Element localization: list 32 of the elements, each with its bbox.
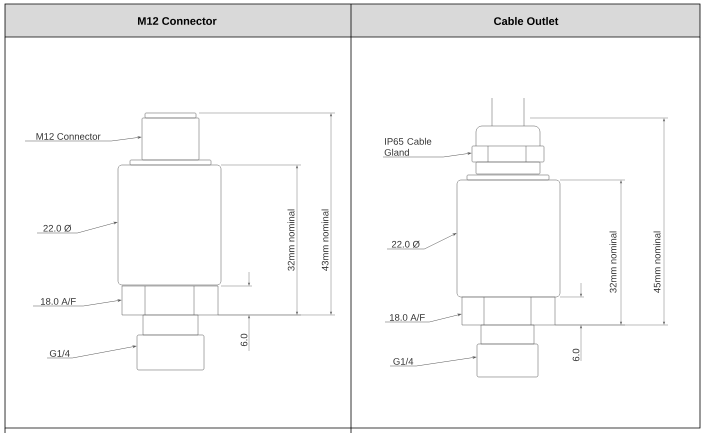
thread-part xyxy=(136,334,204,370)
leader-label: 22.0 Ø xyxy=(392,240,420,248)
leader-line xyxy=(382,152,472,158)
leader-label: 18.0 A/F xyxy=(390,314,425,321)
leader-line xyxy=(384,314,462,322)
dimension-label: 43mm nominal xyxy=(322,210,328,271)
dimension-label: 32mm nominal xyxy=(288,210,294,271)
leader-label: 18.0 A/F xyxy=(40,298,76,305)
dimension-label: 45mm nominal xyxy=(654,232,660,293)
connector-part xyxy=(142,112,200,160)
leader-label: G1/4 xyxy=(393,358,414,365)
leader-label: M12 Connector xyxy=(36,133,101,140)
leader-label: G1/4 xyxy=(50,350,70,357)
sensor-body xyxy=(456,180,560,298)
hex-nut xyxy=(462,296,556,326)
column-header: Cable Outlet xyxy=(494,16,558,26)
leader-label: IP65 Cable Gland xyxy=(384,138,432,156)
leader-line xyxy=(386,233,456,250)
leader-line xyxy=(24,136,142,142)
leader-label: 22.0 Ø xyxy=(43,224,72,232)
cable-gland xyxy=(472,126,544,174)
hex-nut xyxy=(122,286,218,316)
leader-line xyxy=(32,299,122,306)
leader-line xyxy=(46,345,136,358)
leader-line xyxy=(390,356,476,366)
thread-part xyxy=(476,344,538,378)
dimension-label: 32mm nominal xyxy=(610,232,616,293)
dimension-label: 6.0 xyxy=(240,334,248,346)
leader-line xyxy=(36,222,118,234)
sensor-body xyxy=(118,164,222,286)
column-header: M12 Connector xyxy=(138,17,217,25)
dimension-label: 6.0 xyxy=(572,348,580,362)
